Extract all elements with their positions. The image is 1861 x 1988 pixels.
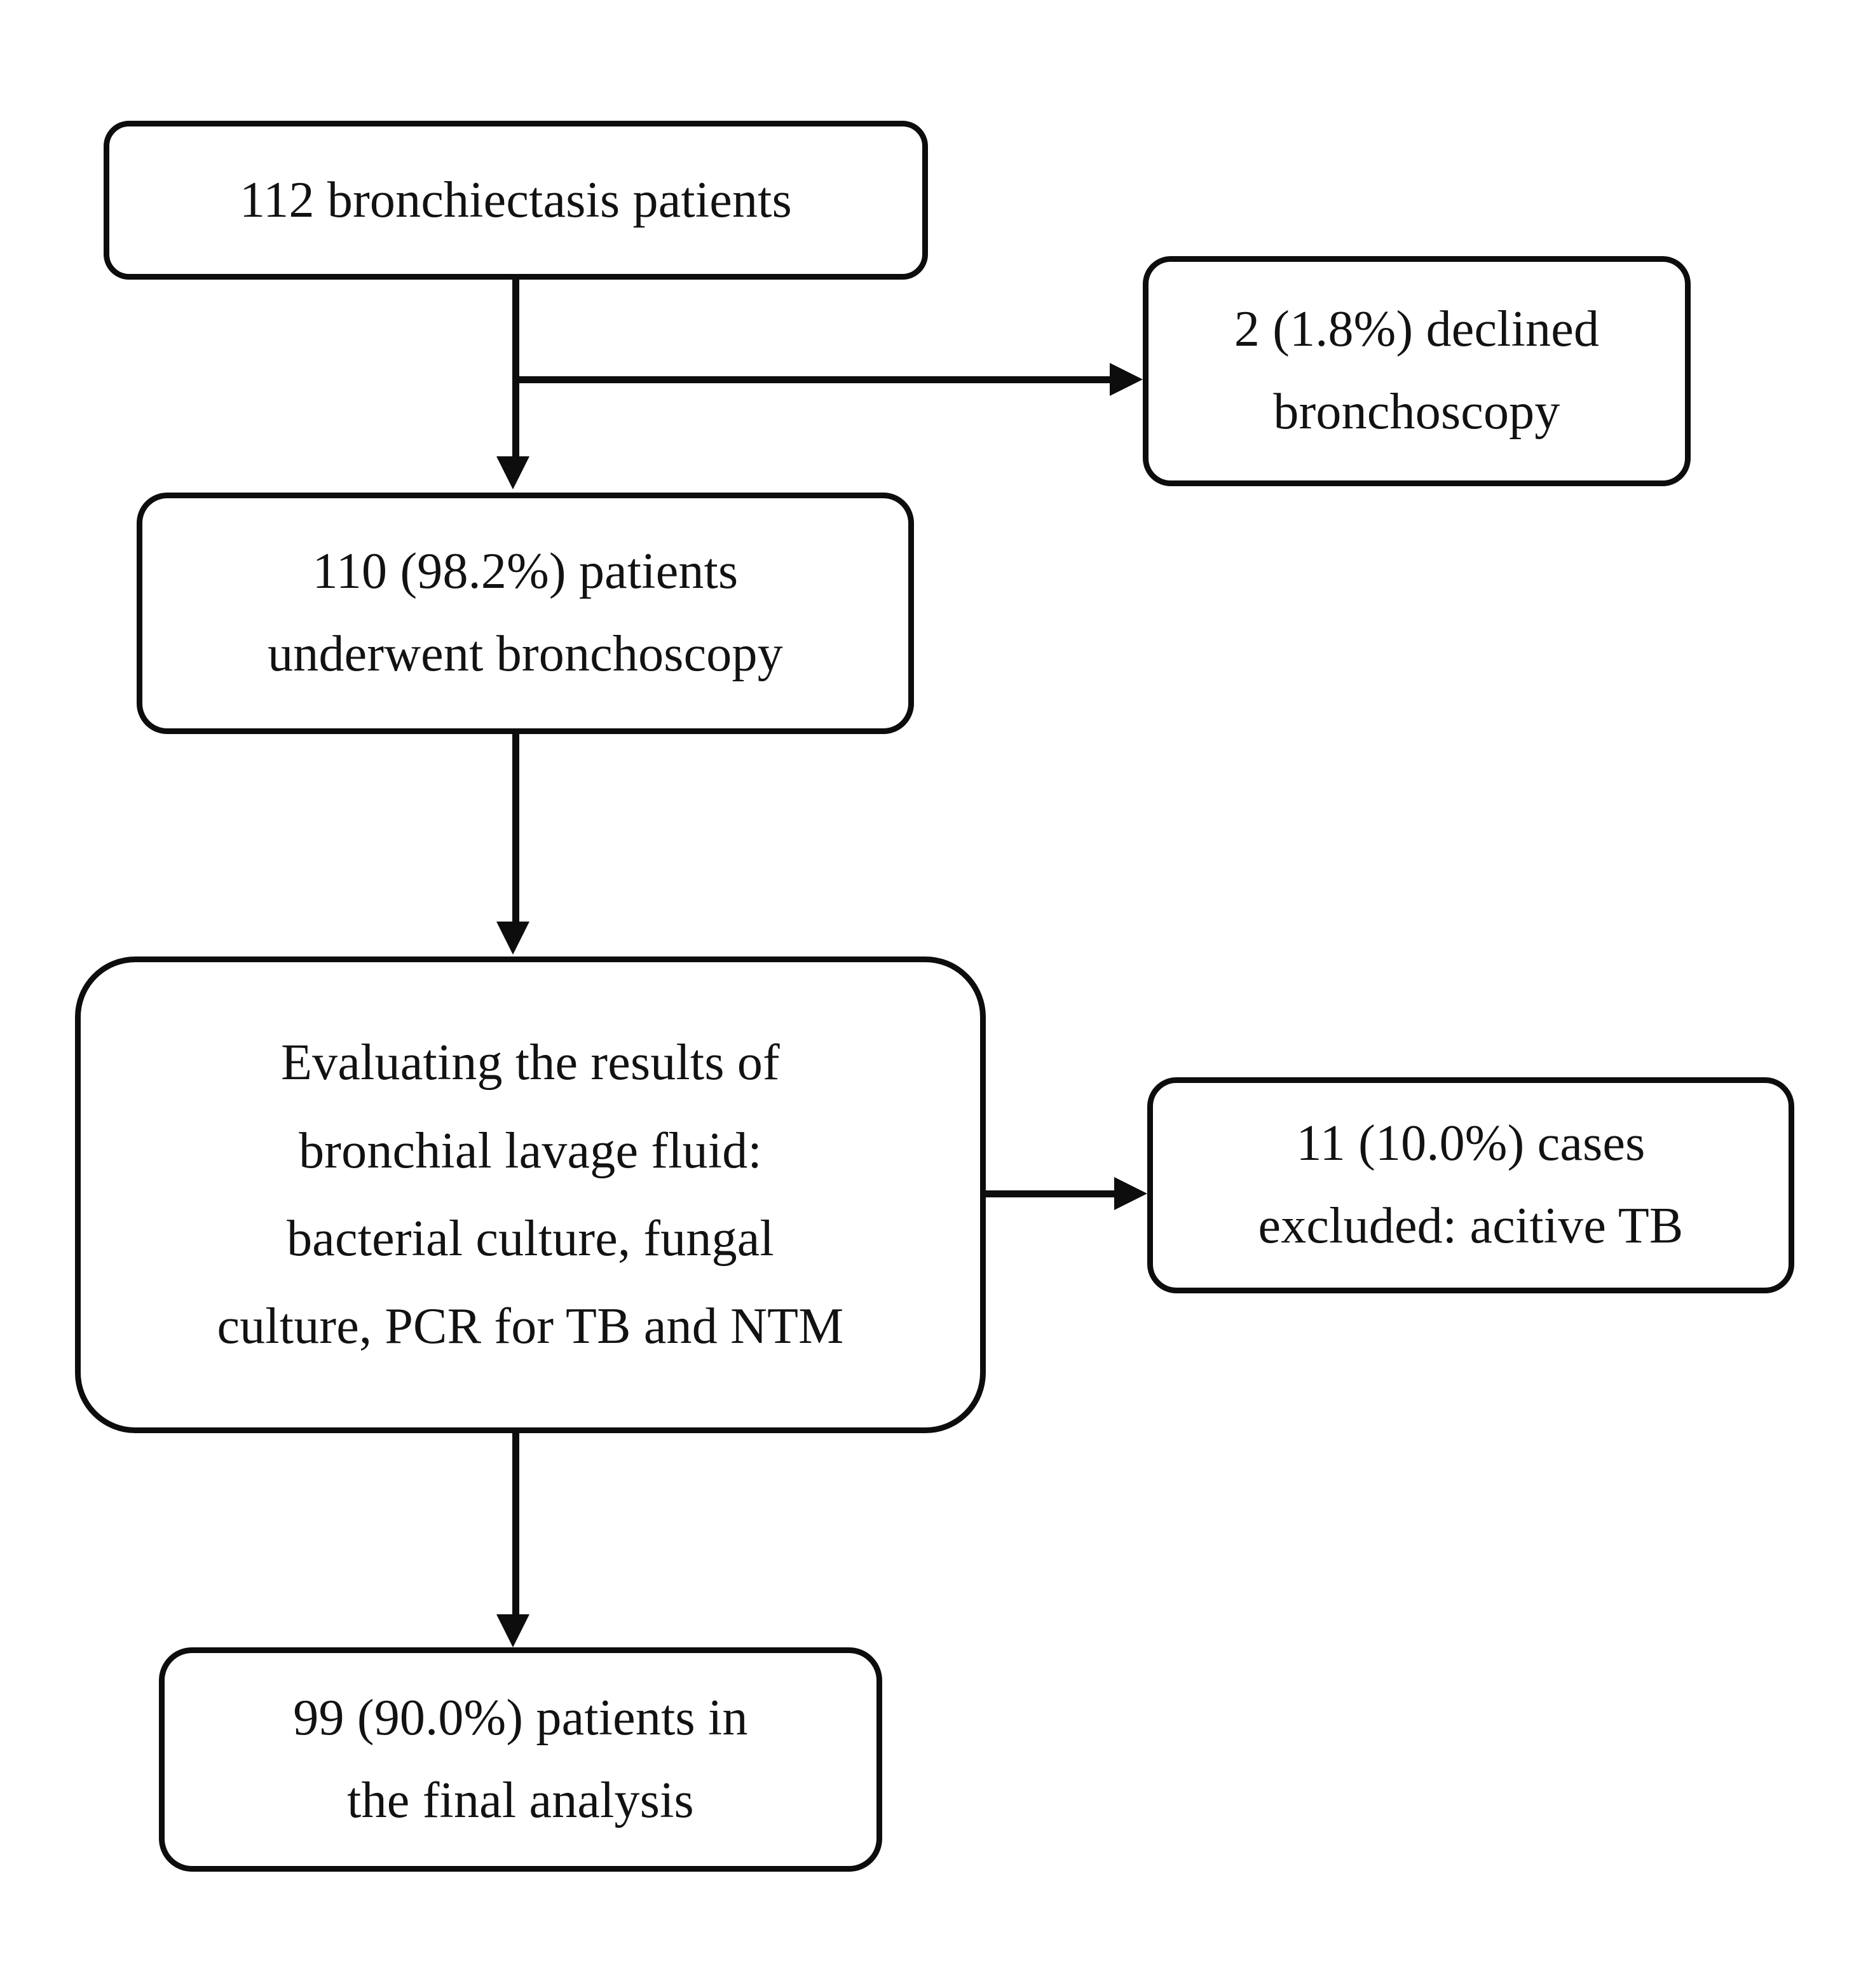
arrowhead-down-icon-underwent — [496, 456, 529, 489]
arrowhead-down-icon-evaluating — [496, 922, 529, 955]
node-underwent-bronchoscopy-label: 110 (98.2%) patients underwent bronchosc… — [268, 543, 783, 682]
node-final-analysis: 99 (90.0%) patients in the final analysi… — [159, 1647, 882, 1872]
node-evaluating-lavage-results: Evaluating the results of bronchial lava… — [75, 957, 986, 1433]
arrowhead-right-icon-excluded — [1114, 1177, 1147, 1210]
node-declined-bronchoscopy-label: 2 (1.8%) declined bronchoscopy — [1234, 301, 1600, 440]
node-final-analysis-label: 99 (90.0%) patients in the final analysi… — [293, 1689, 748, 1828]
arrowhead-down-icon-final — [496, 1614, 529, 1647]
node-excluded-active-tb-label: 11 (10.0%) cases excluded: acitive TB — [1258, 1115, 1684, 1254]
edge-underwent-to-evaluating-line — [512, 734, 519, 925]
node-declined-bronchoscopy: 2 (1.8%) declined bronchoscopy — [1143, 256, 1691, 486]
edge-evaluating-to-final-line — [512, 1433, 519, 1617]
edge-enrolled-to-declined-line — [512, 376, 1115, 383]
edge-evaluating-to-excluded-line — [986, 1190, 1118, 1197]
node-evaluating-lavage-results-label: Evaluating the results of bronchial lava… — [217, 1035, 844, 1355]
arrowhead-right-icon-declined — [1110, 363, 1143, 396]
node-enrolled-patients: 112 bronchiectasis patients — [104, 121, 928, 280]
edge-enrolled-to-underwent-line — [512, 280, 519, 459]
node-excluded-active-tb: 11 (10.0%) cases excluded: acitive TB — [1147, 1077, 1794, 1293]
node-enrolled-patients-label: 112 bronchiectasis patients — [240, 172, 792, 228]
node-underwent-bronchoscopy: 110 (98.2%) patients underwent bronchosc… — [137, 493, 914, 734]
